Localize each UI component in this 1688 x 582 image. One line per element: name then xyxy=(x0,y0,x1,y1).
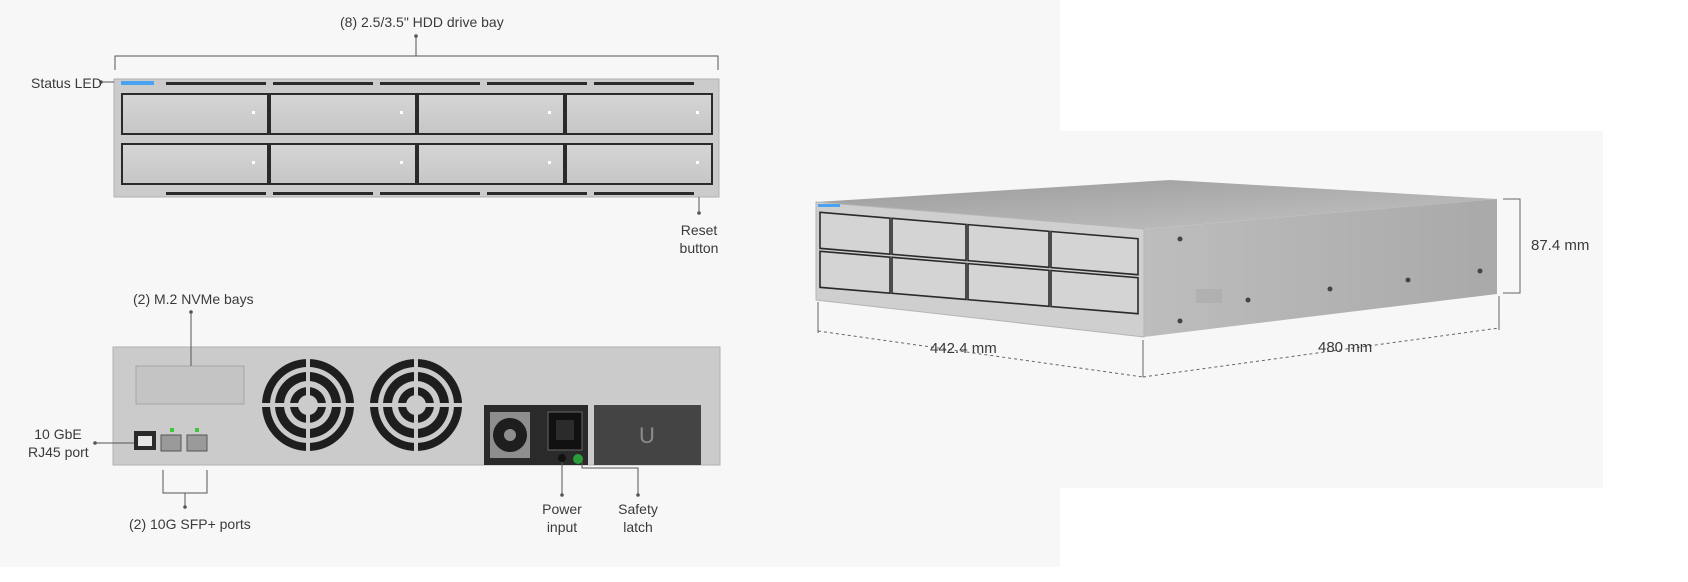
drive-bay[interactable] xyxy=(121,93,269,135)
vent-slot xyxy=(594,192,694,195)
width-dimension: 442.4 mm xyxy=(930,340,997,357)
latch-label-line2: latch xyxy=(623,519,653,535)
perspective-drive-bay xyxy=(1050,269,1139,315)
rj45-label-line2: RJ45 port xyxy=(28,444,89,460)
perspective-drive-bay xyxy=(967,262,1050,308)
nvme-bay-cover xyxy=(135,365,245,405)
dimension-lines xyxy=(817,198,1521,378)
perspective-chassis xyxy=(815,180,1497,338)
power-label-line2: input xyxy=(546,519,578,535)
vent-slot xyxy=(380,192,480,195)
perspective-drive-bay xyxy=(819,211,891,256)
vent-slot xyxy=(166,192,266,195)
drive-bay[interactable] xyxy=(269,143,417,185)
vent-slot xyxy=(487,192,587,195)
rj45-label: 10 GbE RJ45 port xyxy=(28,425,89,461)
product-label xyxy=(1196,289,1222,303)
perspective-drive-bays xyxy=(819,211,1139,315)
height-dimension: 87.4 mm xyxy=(1531,237,1590,254)
reset-label-line2: button xyxy=(679,240,719,256)
rear-leader-lines xyxy=(95,312,639,507)
status-led xyxy=(121,81,154,85)
status-led-label: Status LED xyxy=(31,75,102,91)
drive-bay[interactable] xyxy=(565,143,713,185)
blank-psu-slot xyxy=(594,405,701,465)
power-label-line1: Power xyxy=(542,501,582,517)
vent-slot xyxy=(380,82,480,85)
depth-dimension: 480 mm xyxy=(1318,339,1373,356)
drive-bay[interactable] xyxy=(121,143,269,185)
fan-left xyxy=(262,359,354,451)
fan-right xyxy=(370,359,462,451)
drive-bay[interactable] xyxy=(565,93,713,135)
latch-label-line1: Safety xyxy=(618,501,658,517)
rear-chassis: U xyxy=(112,346,721,466)
front-leader-lines xyxy=(101,36,719,213)
leader-dots xyxy=(99,34,701,215)
drive-bay[interactable] xyxy=(269,93,417,135)
leader-dots-rear xyxy=(93,310,640,509)
front-chassis xyxy=(113,78,720,198)
vent-slot xyxy=(594,82,694,85)
drive-bay[interactable] xyxy=(417,93,565,135)
vent-slot xyxy=(273,82,373,85)
side-screws xyxy=(1177,236,1483,324)
sfp-port-1 xyxy=(160,434,182,452)
safety-latch-label: Safety latch xyxy=(608,500,668,536)
ubiquiti-logo-icon: U xyxy=(639,423,655,448)
reset-label-line1: Reset xyxy=(680,222,718,238)
perspective-drive-bay xyxy=(819,250,891,295)
front-vents xyxy=(166,82,694,195)
safety-latch xyxy=(573,454,583,464)
rj45-label-line1: 10 GbE xyxy=(34,426,82,442)
sfp-port-2 xyxy=(186,434,208,452)
drive-bay-label: (8) 2.5/3.5" HDD drive bay xyxy=(340,14,504,30)
reset-button-label: Reset button xyxy=(670,221,728,257)
drive-bay[interactable] xyxy=(417,143,565,185)
perspective-drive-bay xyxy=(891,256,967,301)
nvme-label: (2) M.2 NVMe bays xyxy=(133,291,254,307)
drive-bays xyxy=(121,93,713,185)
perspective-drive-bay xyxy=(891,217,967,262)
vent-slot xyxy=(166,82,266,85)
sfp-label: (2) 10G SFP+ ports xyxy=(129,516,251,532)
vent-slot xyxy=(487,82,587,85)
perspective-drive-bay xyxy=(1050,230,1139,276)
power-input-label: Power input xyxy=(532,500,592,536)
vent-slot xyxy=(273,192,373,195)
perspective-drive-bay xyxy=(967,223,1050,269)
